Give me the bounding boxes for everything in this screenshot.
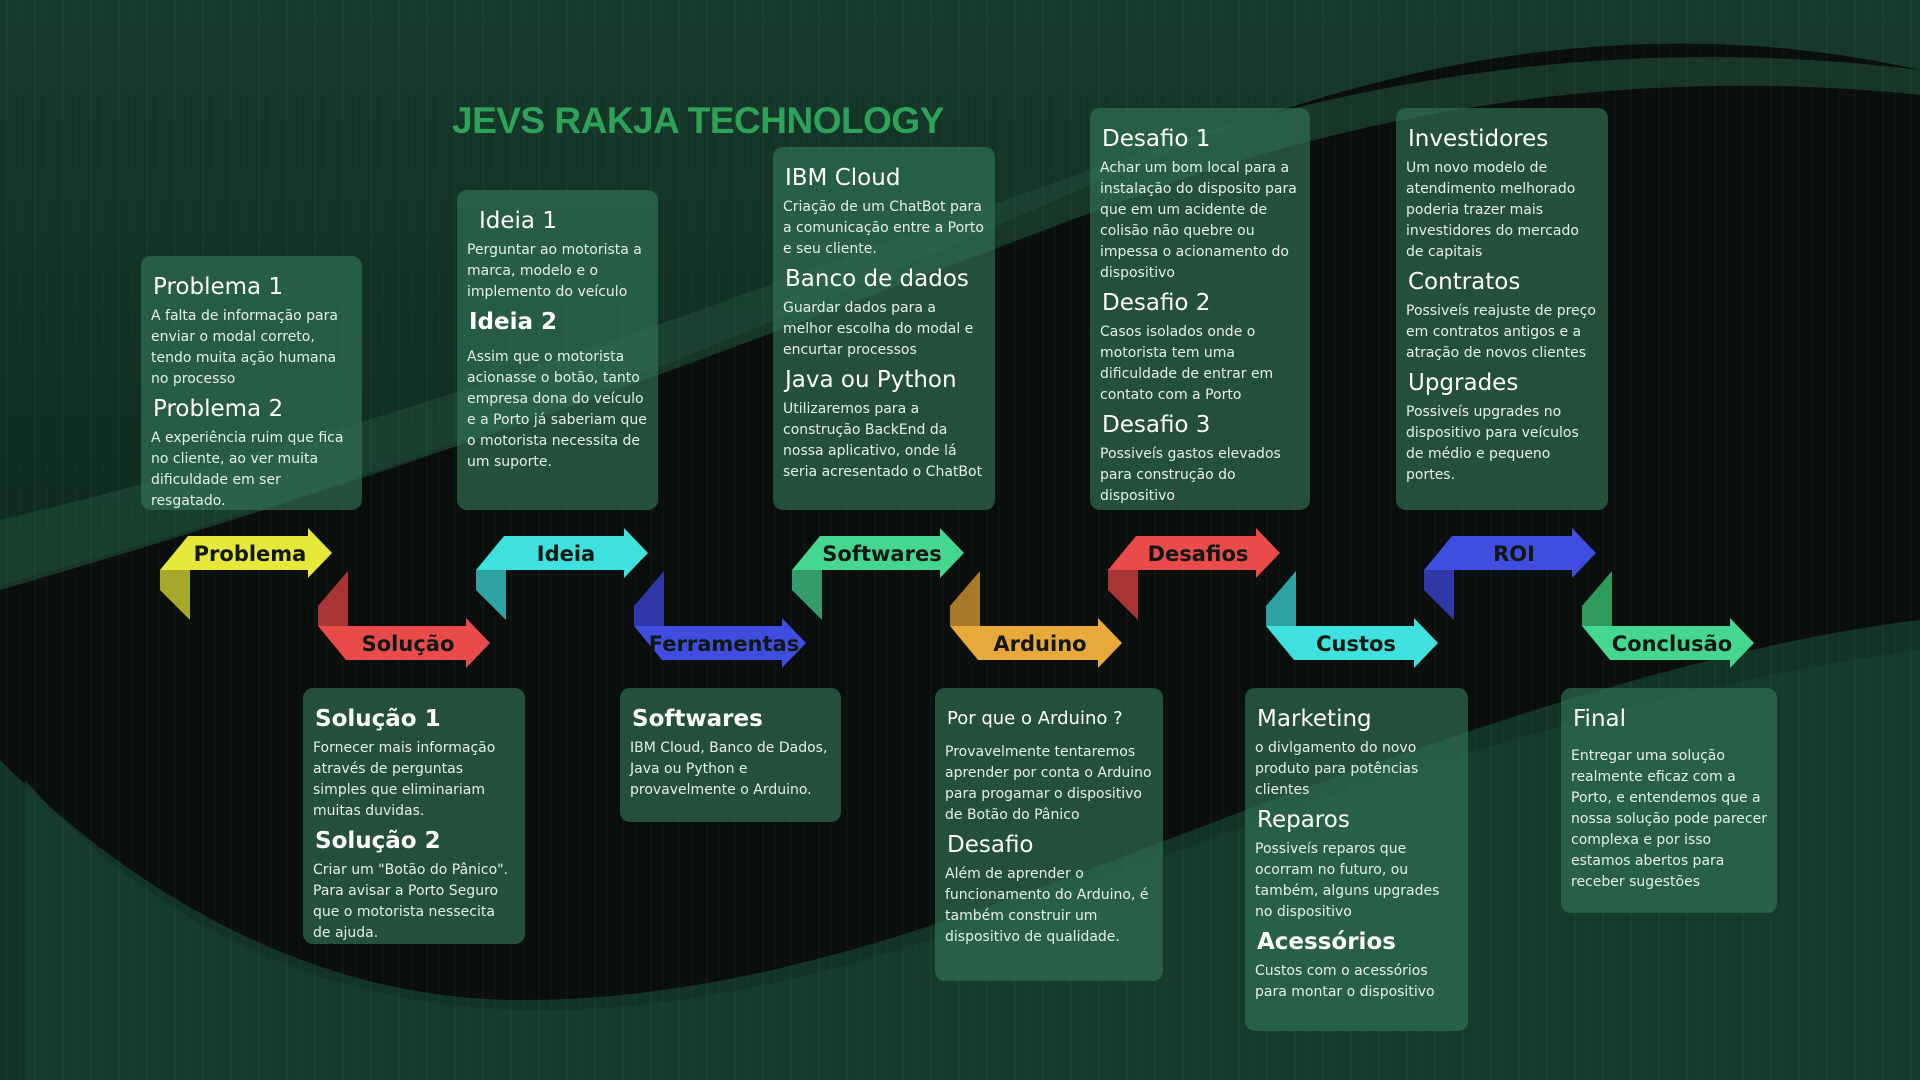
step-4: Ferramentas [634,571,806,668]
card-text: Custos com o acessórios para montar o di… [1255,963,1435,1000]
card-text: Provavelmente tentaremos aprender por co… [945,744,1152,823]
step-arrow [160,528,332,578]
step-fold [318,571,348,626]
step-label: ROI [1493,542,1535,566]
step-1: Problema [160,528,332,620]
step-7: Desafios [1108,528,1280,620]
card-text: IBM Cloud, Banco de Dados, Java ou Pytho… [630,740,828,798]
step-label: Ideia [537,542,595,566]
card-text: Possiveís reajuste de preço em contratos… [1406,303,1596,361]
step-fold [1108,570,1138,620]
card-heading: Ideia 1 [479,208,557,234]
step-label: Problema [194,542,307,566]
card-text: Achar um bom local para a instalação do … [1100,160,1297,281]
card-heading: Desafio 2 [1102,290,1211,316]
step-fold [792,570,822,620]
card-heading: Solução 1 [315,706,441,732]
step-arrow [476,528,648,578]
card-text: Além de aprender o funcionamento do Ardu… [945,866,1149,945]
card-heading: Final [1573,706,1627,732]
card-heading: Desafio 1 [1102,126,1211,152]
step-fold [476,570,506,620]
card-heading: Upgrades [1408,370,1519,396]
card-text: A experiência ruim que fica no cliente, … [151,430,344,509]
card-text: A falta de informação para enviar o moda… [151,308,338,387]
step-label: Custos [1316,632,1396,656]
card-text: Casos isolados onde o motorista tem uma … [1100,324,1274,403]
card-text: Guardar dados para a melhor escolha do m… [783,300,974,358]
step-6: Arduino [950,571,1122,668]
card-text: Possiveís reparos que ocorram no futuro,… [1255,841,1440,920]
card-text: Possiveís upgrades no dispositivo para v… [1406,404,1579,483]
card-roi: Investidores Um novo modelo de atendimen… [1396,108,1608,510]
card-heading: Reparos [1257,807,1350,833]
step-3: Ideia [476,528,648,620]
card-text: Criação de um ChatBot para a comunicação… [783,199,984,257]
step-fold [1424,570,1454,620]
step-arrow [1424,528,1596,578]
card-text: Um novo modelo de atendimento melhorado … [1406,160,1579,260]
card-heading: Contratos [1408,269,1521,295]
step-fold [634,571,664,626]
step-arrow [318,618,490,668]
step-label: Solução [362,632,455,656]
card-desafios: Desafio 1 Achar um bom local para a inst… [1090,108,1310,510]
card-heading: Java ou Python [785,367,957,393]
card-solucao: Solução 1 Fornecer mais informação atrav… [303,688,525,944]
step-9: ROI [1424,528,1596,620]
step-fold [950,571,980,626]
card-heading: Softwares [632,706,763,732]
card-heading: IBM Cloud [785,165,901,191]
step-10: Conclusão [1582,571,1754,668]
step-8: Custos [1266,571,1438,668]
step-label: Desafios [1148,542,1249,566]
card-text: Criar um "Botão do Pânico". Para avisar … [313,862,509,941]
step-label: Ferramentas [649,632,799,656]
step-arrow [634,618,806,668]
step-arrow [950,618,1122,668]
step-5: Softwares [792,528,964,620]
card-heading: Desafio 3 [1102,412,1211,438]
page-title: JEVS RAKJA TECHNOLOGY [452,100,944,141]
step-arrow [1582,618,1754,668]
card-text: Utilizaremos para a construção BackEnd d… [783,401,983,480]
card-heading: Investidores [1408,126,1549,152]
card-heading: Banco de dados [785,266,969,292]
step-arrow [1266,618,1438,668]
step-fold [160,570,190,620]
step-arrow [792,528,964,578]
card-heading: Problema 2 [153,396,284,422]
card-heading: Acessórios [1257,929,1396,955]
step-2: Solução [318,571,490,668]
card-text: Possiveís gastos elevados para construçã… [1100,446,1281,504]
card-heading: Problema 1 [153,274,284,300]
card-text: Perguntar ao motorista a marca, modelo e… [467,242,642,300]
card-heading: Desafio [947,832,1034,858]
card-text: Entregar uma solução realmente eficaz co… [1571,748,1767,890]
card-ferramentas: Softwares IBM Cloud, Banco de Dados, Jav… [620,688,841,822]
card-text: o divlgamento do novo produto para potên… [1255,740,1419,798]
step-label: Softwares [822,542,941,566]
card-problema: Problema 1 A falta de informação para en… [141,256,362,510]
card-text: Fornecer mais informação através de perg… [313,740,496,819]
step-label: Arduino [993,632,1086,656]
card-heading: Por que o Arduino ? [947,708,1123,729]
card-conclusao: Final Entregar uma solução realmente efi… [1561,688,1777,913]
card-ideia: Ideia 1 Perguntar ao motorista a marca, … [457,190,658,510]
step-label: Conclusão [1612,632,1732,656]
card-custos: Marketing o divlgamento do novo produto … [1245,688,1468,1031]
card-heading: Marketing [1257,706,1372,732]
step-fold [1582,571,1612,626]
card-softwares: IBM Cloud Criação de um ChatBot para a c… [773,147,995,510]
card-heading: Solução 2 [315,828,441,854]
step-fold [1266,571,1296,626]
step-arrow [1108,528,1280,578]
card-heading: Ideia 2 [469,309,558,335]
card-text: Assim que o motorista acionasse o botão,… [467,349,647,470]
card-arduino: Por que o Arduino ? Provavelmente tentar… [935,688,1163,981]
